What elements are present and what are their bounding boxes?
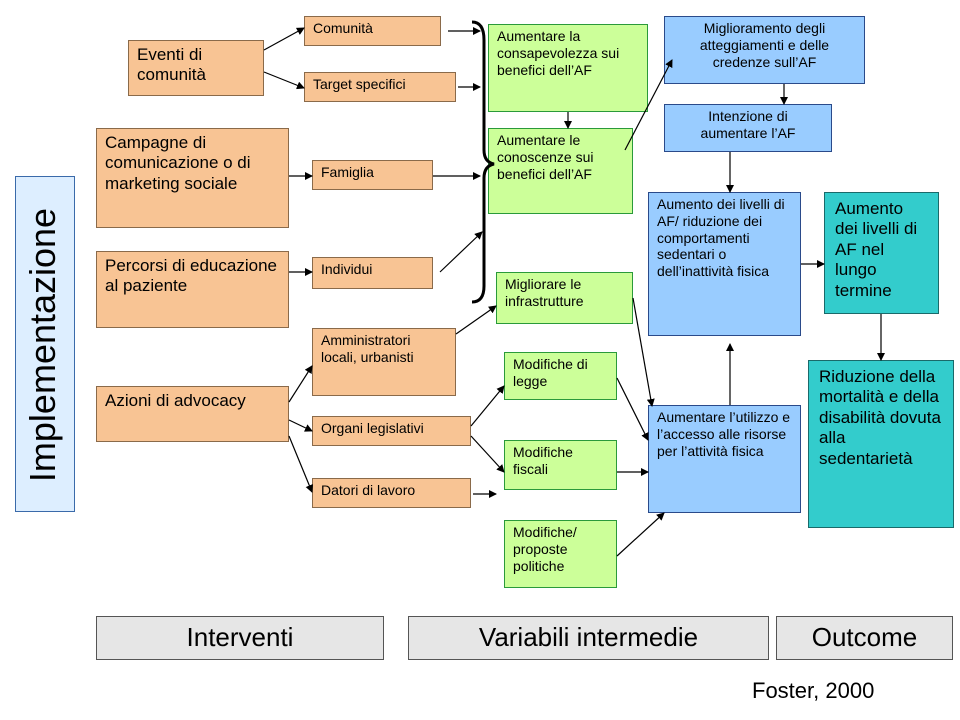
arrow-advocacy-datori <box>288 435 314 493</box>
arrow-individui-bracket <box>439 231 483 273</box>
implementation-panel: Implementazione <box>15 176 75 512</box>
arrow-legge-utilizzo <box>616 377 649 441</box>
node-modifiche-fiscali: Modifiche fiscali <box>504 440 617 490</box>
arrow-amministratori-infrastrutture <box>455 305 497 335</box>
node-aumento-lungo-termine: Aumento dei livelli di AF nel lungo term… <box>824 192 939 314</box>
arrow-eventi-target <box>263 71 305 90</box>
node-riduzione-mortalita: Riduzione della mortalità e della disabi… <box>808 360 954 528</box>
node-aumentare-consapevolezza: Aumentare la consapevolezza sui benefici… <box>488 24 648 112</box>
node-modifiche-legge: Modifiche di legge <box>504 352 617 400</box>
node-migliorare-infrastrutture: Migliorare le infrastrutture <box>496 272 633 324</box>
node-aumentare-conoscenze: Aumentare le conoscenze sui benefici del… <box>488 128 633 214</box>
node-comunita: Comunità <box>304 16 441 46</box>
node-azioni-advocacy: Azioni di advocacy <box>96 386 289 442</box>
node-organi-legislativi: Organi legislativi <box>312 416 471 446</box>
node-individui: Individui <box>312 257 433 289</box>
node-modifiche-politiche: Modifiche/ proposte politiche <box>504 520 617 588</box>
arrow-advocacy-amministratori <box>288 365 313 403</box>
arrow-organi-fiscali <box>470 435 505 473</box>
node-eventi-comunita: Eventi di comunità <box>128 40 264 96</box>
arrow-infrastrutture-utilizzo <box>632 297 655 407</box>
arrow-eventi-comunita <box>263 27 305 51</box>
band-interventi: Interventi <box>96 616 384 660</box>
node-aumentare-utilizzo: Aumentare l’utilizzo e l’accesso alle ri… <box>648 405 801 513</box>
arrow-advocacy-organi <box>288 419 313 432</box>
node-miglioramento-atteggiamenti: Miglioramento degli atteggiamenti e dell… <box>664 16 865 84</box>
band-variabili-intermedie: Variabili intermedie <box>408 616 769 660</box>
arrow-organi-legge <box>470 385 505 427</box>
node-aumento-livelli: Aumento dei livelli di AF/ riduzione dei… <box>648 192 801 336</box>
node-campagne: Campagne di comunicazione o di marketing… <box>96 128 289 228</box>
citation-credit: Foster, 2000 <box>752 678 875 703</box>
band-outcome: Outcome <box>776 616 953 660</box>
node-datori-lavoro: Datori di lavoro <box>312 478 471 508</box>
node-target-specifici: Target specifici <box>304 72 456 102</box>
arrow-conoscenze-atteggiamenti <box>624 59 673 151</box>
arrow-politiche-utilizzo <box>616 512 665 557</box>
node-amministratori: Amministratori locali, urbanisti <box>312 328 456 396</box>
node-percorsi-educazione: Percorsi di educazione al paziente <box>96 251 289 328</box>
grouping-bracket <box>471 20 495 304</box>
node-intenzione-aumentare: Intenzione di aumentare l’AF <box>664 104 832 152</box>
node-famiglia: Famiglia <box>312 160 433 190</box>
